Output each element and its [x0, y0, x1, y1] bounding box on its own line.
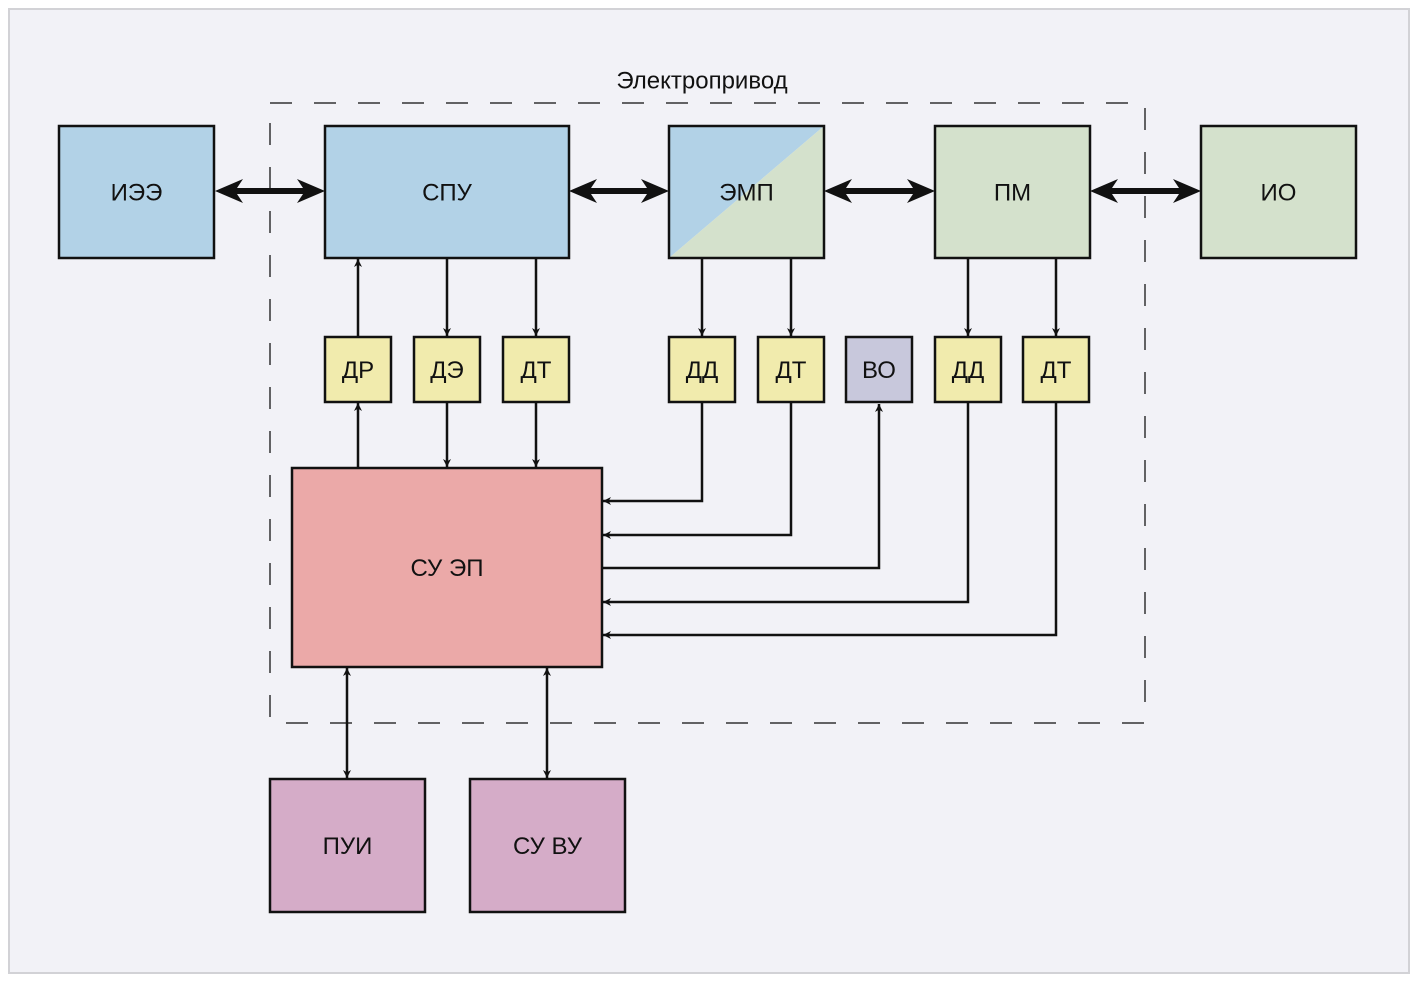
connections: [215, 179, 1201, 778]
block-iee: ИЭЭ: [57, 124, 216, 260]
block-rect: [57, 124, 216, 260]
block-label-iee: ИЭЭ: [111, 180, 163, 207]
block-border: [667, 124, 826, 260]
block-pm: ПМ: [933, 124, 1092, 260]
block-rect: [323, 124, 571, 260]
block-label-dr: ДР: [342, 357, 374, 384]
block-rect: [501, 335, 571, 404]
boundary-title: Электропривод: [616, 68, 787, 95]
block-pui: ПУИ: [268, 777, 427, 914]
signal-suep-vo: [603, 404, 883, 570]
block-label-de: ДЭ: [430, 357, 464, 384]
power-link-pm-io-head-left: [1090, 179, 1118, 203]
block-label-dt1: ДТ: [521, 357, 552, 384]
block-label-pm: ПМ: [994, 180, 1031, 207]
block-label-suep: СУ ЭП: [411, 555, 484, 582]
block-label-dt2: ДТ: [776, 357, 807, 384]
block-rect: [323, 335, 393, 404]
power-link-emp-pm-head-left: [824, 179, 852, 203]
block-rect: [468, 777, 627, 914]
block-rect: [844, 335, 914, 404]
block-rect: [933, 335, 1003, 404]
block-dd1: ДД: [667, 335, 737, 404]
block-rect: [290, 466, 604, 669]
signal-dt2-suep: [603, 403, 793, 539]
block-suvu: СУ ВУ: [468, 777, 627, 914]
power-link-emp-pm-head-right: [907, 179, 935, 203]
block-dt3: ДТ: [1021, 335, 1091, 404]
power-link-iee-spu-head-left: [215, 179, 243, 203]
block-rect: [268, 777, 427, 914]
block-dr: ДР: [323, 335, 393, 404]
signal-dd2-suep: [603, 403, 970, 606]
block-label-spu: СПУ: [422, 180, 473, 207]
block-label-vo: ВО: [862, 357, 896, 384]
power-link-pm-io-head-right: [1173, 179, 1201, 203]
block-label-pui: ПУИ: [323, 833, 373, 860]
block-dt1: ДТ: [501, 335, 571, 404]
blocks: ИЭЭ СПУ ЭМП ПМ ИО ДР ДЭ ДТ ДД ДТ ВО ДД ДТ СУ ЭП ПУИ СУ …: [57, 124, 1358, 914]
signal-dt3-suep: [603, 403, 1058, 639]
block-vo: ВО: [844, 335, 914, 404]
block-label-emp: ЭМП: [719, 180, 774, 207]
block-rect: [1199, 124, 1358, 260]
block-rect: [667, 335, 737, 404]
power-link-spu-emp-head-left: [569, 179, 597, 203]
block-label-dt3: ДТ: [1041, 357, 1072, 384]
power-link-iee-spu-head-right: [297, 179, 325, 203]
block-rect: [1021, 335, 1091, 404]
block-rect: [412, 335, 482, 404]
block-fill-mechanical: [669, 126, 824, 258]
block-label-dd2: ДД: [952, 357, 985, 384]
block-label-io: ИО: [1261, 180, 1297, 207]
block-rect: [933, 124, 1092, 260]
block-emp: ЭМП: [667, 124, 826, 260]
block-rect: [756, 335, 826, 404]
block-de: ДЭ: [412, 335, 482, 404]
block-spu: СПУ: [323, 124, 571, 260]
signal-dd1-suep: [603, 403, 704, 505]
block-suep: СУ ЭП: [290, 466, 604, 669]
block-label-suvu: СУ ВУ: [513, 833, 583, 860]
power-link-spu-emp-head-right: [641, 179, 669, 203]
block-dd2: ДД: [933, 335, 1003, 404]
block-io: ИО: [1199, 124, 1358, 260]
block-label-dd1: ДД: [686, 357, 719, 384]
block-dt2: ДТ: [756, 335, 826, 404]
